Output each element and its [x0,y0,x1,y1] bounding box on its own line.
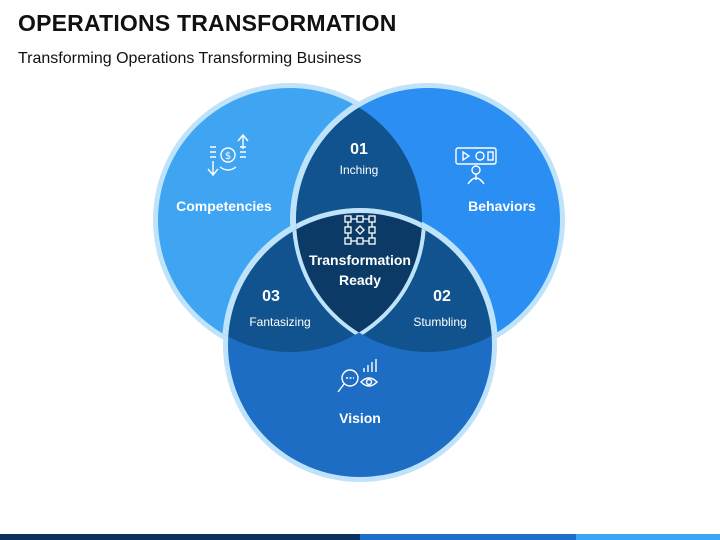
overlap-03-label: Fantasizing [249,315,310,329]
magnifier-eye-chart-icon [337,359,378,393]
money-exchange-icon: $ [207,133,249,177]
process-flow-icon [344,215,376,245]
center-label-line1: Transformation [309,252,411,268]
vision-label: Vision [339,410,381,426]
page-title: OPERATIONS TRANSFORMATION [18,10,397,36]
svg-text:$: $ [225,151,231,162]
center-label-line2: Ready [339,272,381,288]
overlap-01-label: Inching [340,163,379,177]
overlap-01-number: 01 [350,141,368,158]
page-subtitle: Transforming Operations Transforming Bus… [18,50,362,67]
competencies-label: Competencies [176,198,272,214]
overlap-03-number: 03 [262,288,280,305]
behaviors-label: Behaviors [468,198,536,214]
presentation-icon [455,147,497,185]
bottom-accent-bar [0,534,720,540]
overlap-02-number: 02 [433,288,451,305]
overlap-02-label: Stumbling [413,315,466,329]
